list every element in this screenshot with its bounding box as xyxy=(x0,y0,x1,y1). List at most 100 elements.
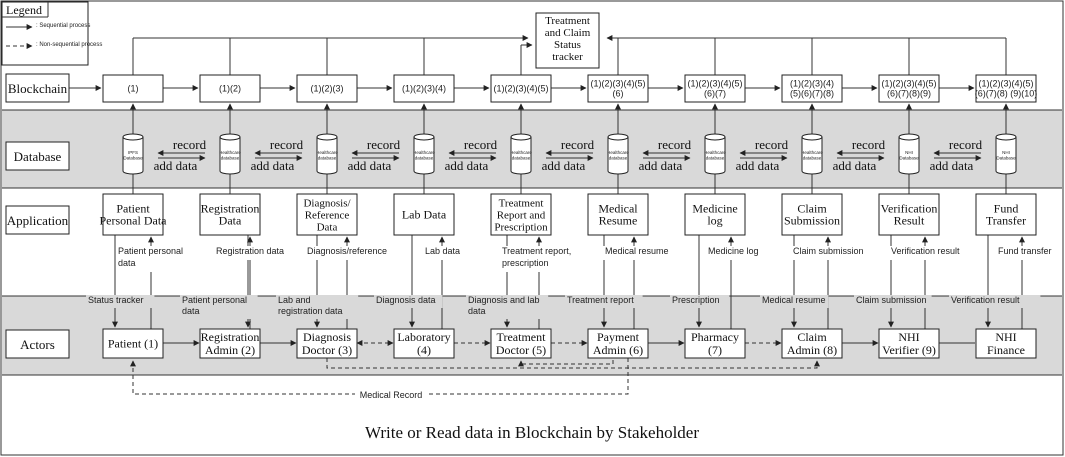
block-label: (1)(2)(3) xyxy=(311,84,344,94)
row-label-box xyxy=(5,73,70,103)
row-label-blockchain: Blockchain xyxy=(8,81,68,96)
add-data-label: add data xyxy=(736,158,780,173)
add-data-label: add data xyxy=(542,158,586,173)
write-label: Medical resume xyxy=(605,246,669,256)
record-label: record xyxy=(658,137,692,152)
block-5: (1)(2)(3)(4)(5) xyxy=(490,74,552,103)
block-label: (1)(2)(3)(4) xyxy=(402,84,446,94)
write-label: Registration data xyxy=(216,246,284,256)
diagram-caption: Write or Read data in Blockchain by Stak… xyxy=(365,423,699,442)
block-2: (1)(2) xyxy=(199,74,261,103)
legend-title: Legend xyxy=(6,3,42,17)
block-6: (1)(2)(3)(4)(5)(6) xyxy=(587,74,649,103)
legend-sequential: : Sequential process xyxy=(36,23,90,29)
actor-box-4: Laboratory(4) xyxy=(393,328,455,359)
block-10: (1)(2)(3)(4)(5)(6)(7)(8) (9)(10) xyxy=(975,74,1038,103)
application-box-4: Lab Data xyxy=(393,193,455,236)
row-label-database: Database xyxy=(14,149,62,164)
write-label: Medicine log xyxy=(708,246,759,256)
add-data-label: add data xyxy=(639,158,683,173)
flow-labels: record add data record add data record add da… xyxy=(86,137,1060,319)
block-7: (1)(2)(3)(4)(5)(6)(7) xyxy=(684,74,746,103)
add-data-label: add data xyxy=(251,158,295,173)
block-label: (1) xyxy=(128,84,139,94)
read-label: Treatment report xyxy=(567,295,634,305)
add-data-label: add data xyxy=(154,158,198,173)
read-label: Medical resume xyxy=(762,295,826,305)
application-label: Lab Data xyxy=(402,208,447,222)
record-label: record xyxy=(367,137,401,152)
medical-record-label: Medical Record xyxy=(360,390,423,400)
write-label: Verification result xyxy=(891,246,960,256)
actor-label: Patient (1) xyxy=(108,337,158,351)
connectors xyxy=(69,35,1025,395)
actor-box-7: Pharmacy(7) xyxy=(684,328,746,359)
actor-box-1: Patient (1) xyxy=(102,328,164,359)
block-8: (1)(2)(3)(4)(5)(6)(7)(8) xyxy=(781,74,843,103)
claim-record-link xyxy=(326,358,820,369)
read-label: Status tracker xyxy=(88,295,144,305)
write-label: Diagnosis/reference xyxy=(307,246,387,256)
write-label: Lab data xyxy=(425,246,460,256)
read-label: Verification result xyxy=(951,295,1020,305)
read-label: Prescription xyxy=(672,295,720,305)
block-4: (1)(2)(3)(4) xyxy=(393,74,455,103)
row-label-box xyxy=(5,141,70,171)
record-label: record xyxy=(852,137,886,152)
record-label: record xyxy=(173,137,207,152)
record-label: record xyxy=(270,137,304,152)
record-label: record xyxy=(561,137,595,152)
legend-non-sequential: : Non-sequential process xyxy=(36,42,102,48)
block-label: (1)(2)(3)(4)(5)(6)(7)(8) (9)(10) xyxy=(975,79,1038,99)
block-label: (1)(2)(3)(4)(5)(6)(7) xyxy=(688,79,743,99)
legend: Legend : Sequential process : Non-sequen… xyxy=(1,1,102,66)
actor-label: Laboratory(4) xyxy=(397,330,450,357)
write-label: Treatment report,prescription xyxy=(502,246,571,268)
write-label: Fund transfer xyxy=(998,246,1052,256)
row-label-application: Application xyxy=(7,213,69,228)
